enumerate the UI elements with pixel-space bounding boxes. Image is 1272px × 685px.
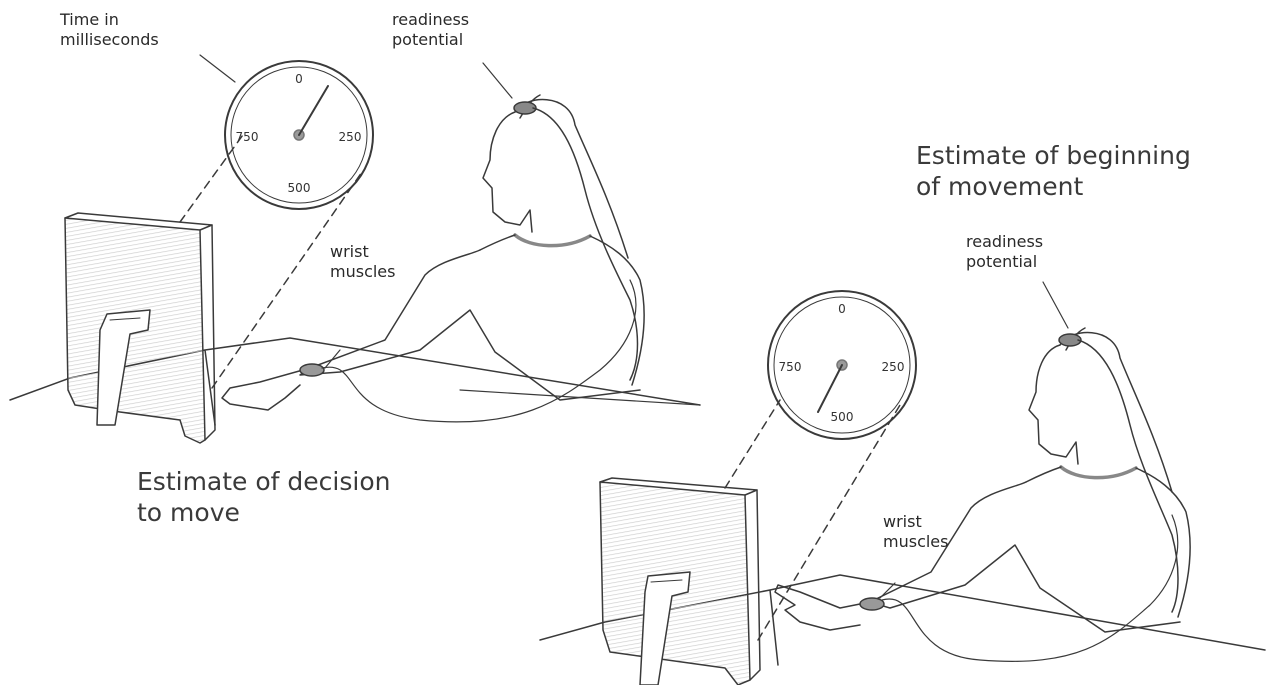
- left-wrist-label: wrist muscles: [330, 242, 395, 282]
- right-monitor-stand: [639, 571, 691, 685]
- right-clock-hand: [817, 364, 843, 413]
- left-monitor-stand: [96, 309, 151, 426]
- left-clock-label-pointer: [199, 54, 236, 83]
- right-clock: [767, 290, 917, 440]
- right-readiness-label: readiness potential: [966, 232, 1043, 272]
- right-head-electrode: [1058, 333, 1082, 347]
- left-clock: [224, 60, 374, 210]
- right-clock-number-250: 250: [882, 360, 905, 374]
- left-wrist-wire: [321, 279, 637, 423]
- left-caption-line-1: Estimate of decision: [137, 467, 391, 496]
- right-wrist-wire: [881, 514, 1179, 662]
- right-projection-lines: [724, 399, 901, 641]
- right-wrist-label: wrist muscles: [883, 512, 948, 552]
- left-wrist-label-line-1: wrist: [330, 242, 369, 261]
- left-head-electrode: [513, 101, 537, 115]
- left-hand: [221, 367, 311, 411]
- right-readiness-label-line-1: readiness: [966, 232, 1044, 251]
- right-caption-line-1: Estimate of beginning: [916, 141, 1191, 170]
- right-hand: [774, 584, 871, 631]
- right-wrist-electrode: [859, 597, 885, 611]
- right-person: [774, 327, 1191, 662]
- left-clock-label-line-2: milliseconds: [60, 30, 159, 49]
- left-clock-number-500: 500: [288, 181, 311, 195]
- left-caption-line-2: to move: [137, 498, 240, 527]
- right-caption: Estimate of beginning of movement: [916, 140, 1191, 202]
- left-readiness-pointer: [482, 62, 513, 99]
- right-neck-collar: [1059, 465, 1138, 480]
- left-readiness-label-line-1: readiness: [392, 10, 470, 29]
- left-clock-number-250: 250: [339, 130, 362, 144]
- right-table: [539, 574, 1266, 666]
- right-caption-line-2: of movement: [916, 172, 1084, 201]
- left-clock-number-0: 0: [295, 72, 303, 86]
- left-readiness-label: readiness potential: [392, 10, 469, 50]
- right-monitor: [599, 477, 761, 685]
- left-wrist-label-line-2: muscles: [330, 262, 396, 281]
- right-scene: [539, 281, 1266, 685]
- left-clock-number-750: 750: [236, 130, 259, 144]
- left-person: [221, 94, 645, 423]
- left-clock-label-line-1: Time in: [60, 10, 119, 29]
- right-clock-number-500: 500: [831, 410, 854, 424]
- right-clock-number-0: 0: [838, 302, 846, 316]
- left-projection-lines: [179, 131, 363, 389]
- right-readiness-label-line-2: potential: [966, 252, 1038, 271]
- right-wrist-label-line-2: muscles: [883, 532, 949, 551]
- left-caption: Estimate of decision to move: [137, 466, 390, 528]
- left-readiness-label-line-2: potential: [392, 30, 464, 49]
- right-clock-number-750: 750: [779, 360, 802, 374]
- left-clock-label: Time in milliseconds: [60, 10, 159, 50]
- right-readiness-pointer: [1042, 281, 1069, 329]
- left-neck-collar: [513, 233, 592, 248]
- left-scene: [9, 54, 701, 444]
- left-wrist-electrode: [299, 363, 325, 377]
- right-wrist-label-line-1: wrist: [883, 512, 922, 531]
- left-monitor: [64, 212, 216, 444]
- left-table: [9, 337, 701, 426]
- left-clock-hand: [298, 85, 329, 136]
